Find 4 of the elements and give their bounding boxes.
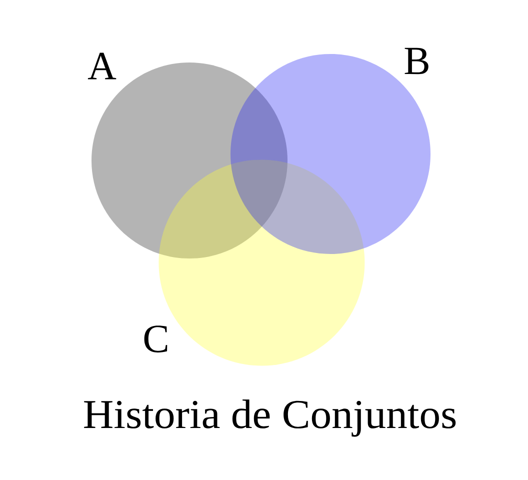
caption: Historia de Conjuntos (84, 400, 456, 437)
set-label: C (144, 326, 168, 352)
set-label: B (404, 48, 428, 74)
set-label: A (88, 52, 116, 80)
